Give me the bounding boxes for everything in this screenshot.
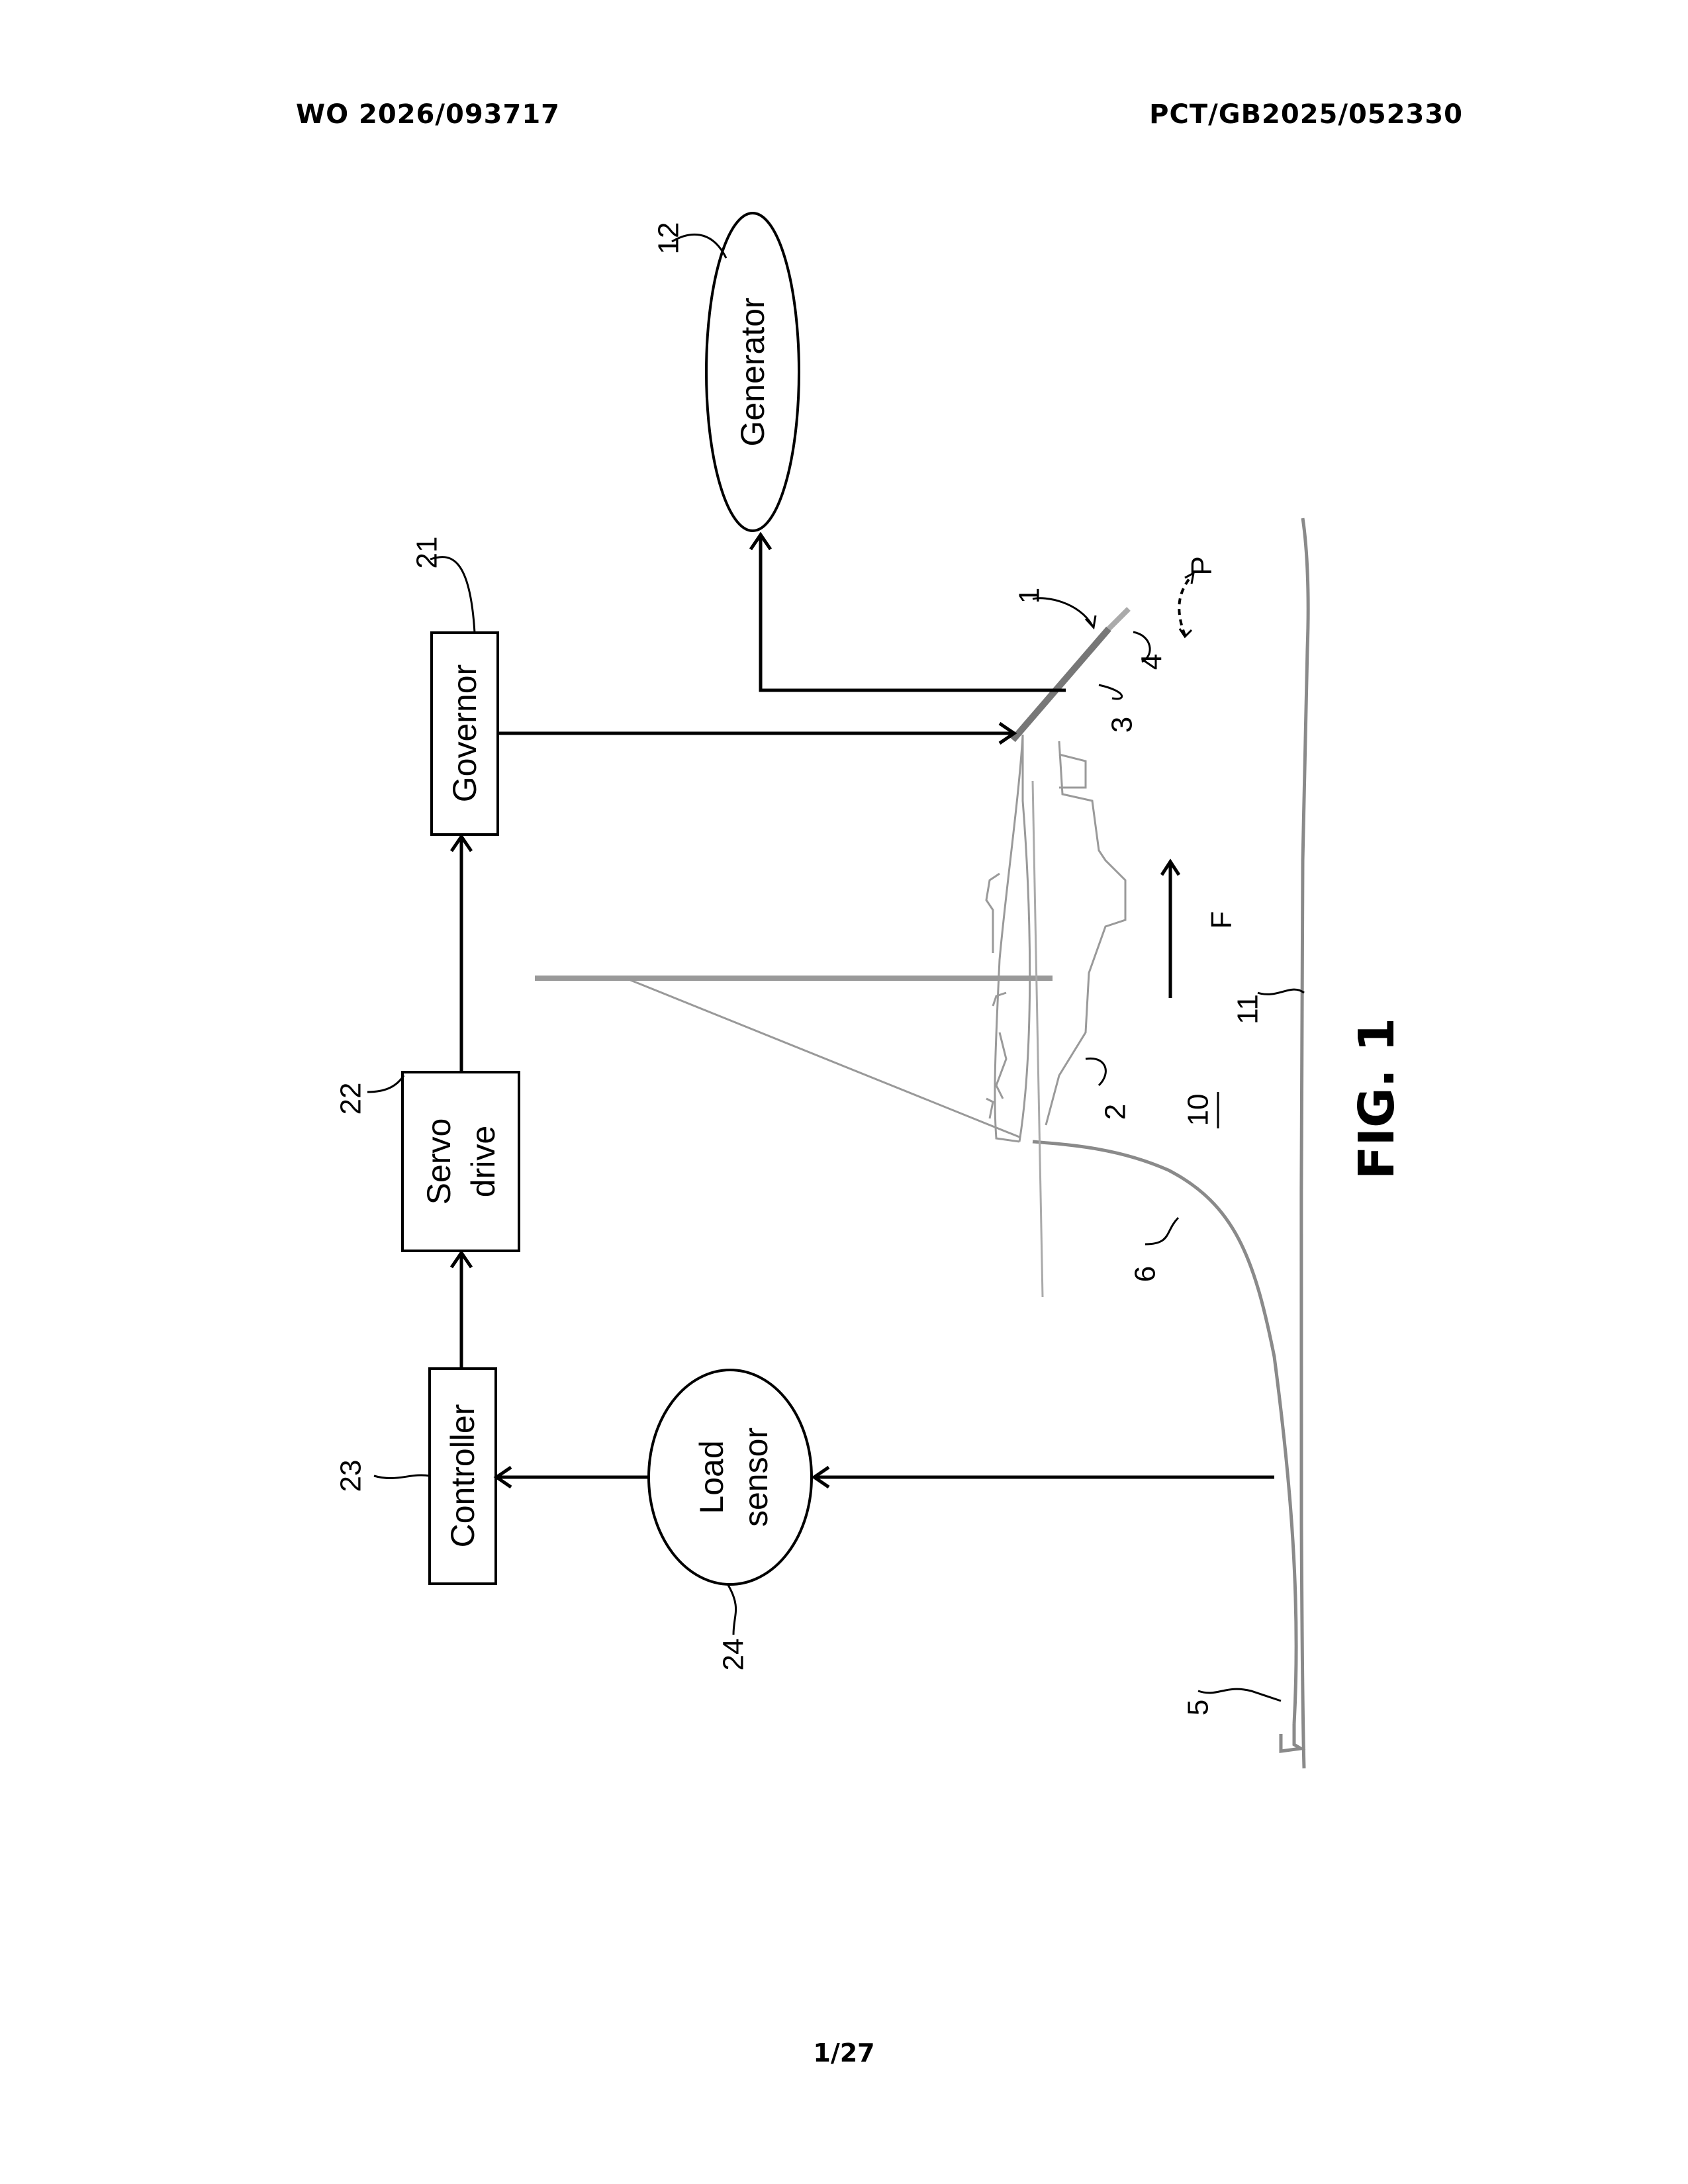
governor-label: Governor [446,664,483,802]
leader-2 [1086,1058,1105,1085]
load-sensor-to-controller-arrow [496,1467,649,1487]
ref-5: 5 [1182,1700,1215,1715]
force-label: F [1205,911,1238,929]
load-sensor-label-line1: Load [693,1440,730,1514]
ref-12: 12 [653,222,685,255]
anchor [1281,1724,1301,1751]
leader-5 [1198,1689,1281,1701]
load-sensor-label-line2: sensor [737,1428,774,1527]
ref-2: 2 [1100,1104,1132,1120]
ref-10: 10 [1182,1094,1215,1126]
servo-to-governor-arrow [451,837,471,1072]
pitch-arrow [1179,573,1194,637]
ref-21: 21 [411,537,444,569]
leader-22 [367,1075,404,1092]
seabed-line [1301,518,1309,1768]
leader-3 [1099,685,1122,699]
hydrofoil [1013,629,1109,740]
ref-11: 11 [1232,994,1264,1024]
ref-6: 6 [1129,1266,1162,1282]
hydrofoil-to-generator-arrow [751,535,1066,690]
leader-11 [1258,989,1304,994]
servo-drive-label-line1: Servo [420,1118,457,1205]
servo-drive-label-line2: drive [465,1126,502,1197]
pitch-label: P [1186,556,1218,575]
leader-6 [1145,1218,1178,1244]
mooring-line [1033,1142,1296,1724]
controller-to-servo-arrow [451,1253,471,1369]
tether-line [626,978,1019,1137]
ref-3: 3 [1106,717,1139,733]
floating-body [986,735,1125,1142]
ref-24: 24 [718,1639,750,1671]
force-arrow [1162,862,1179,998]
leader-23 [374,1475,430,1479]
ref-22: 22 [335,1083,367,1115]
ref-1: 1 [1013,588,1046,604]
surface-reference-line [1033,781,1043,1297]
figure-caption: FIG. 1 [1348,1018,1405,1179]
controller-label: Controller [444,1404,481,1548]
page-number: 1/27 [0,2038,1688,2068]
load-sensor-block [649,1370,812,1584]
ref-4: 4 [1136,654,1168,670]
leader-24 [728,1585,736,1635]
mooring-to-load-sensor-arrow [814,1467,1274,1487]
generator-label: Generator [734,297,771,446]
ref-23: 23 [335,1460,367,1492]
governor-to-hydrofoil-arrow [498,723,1014,743]
